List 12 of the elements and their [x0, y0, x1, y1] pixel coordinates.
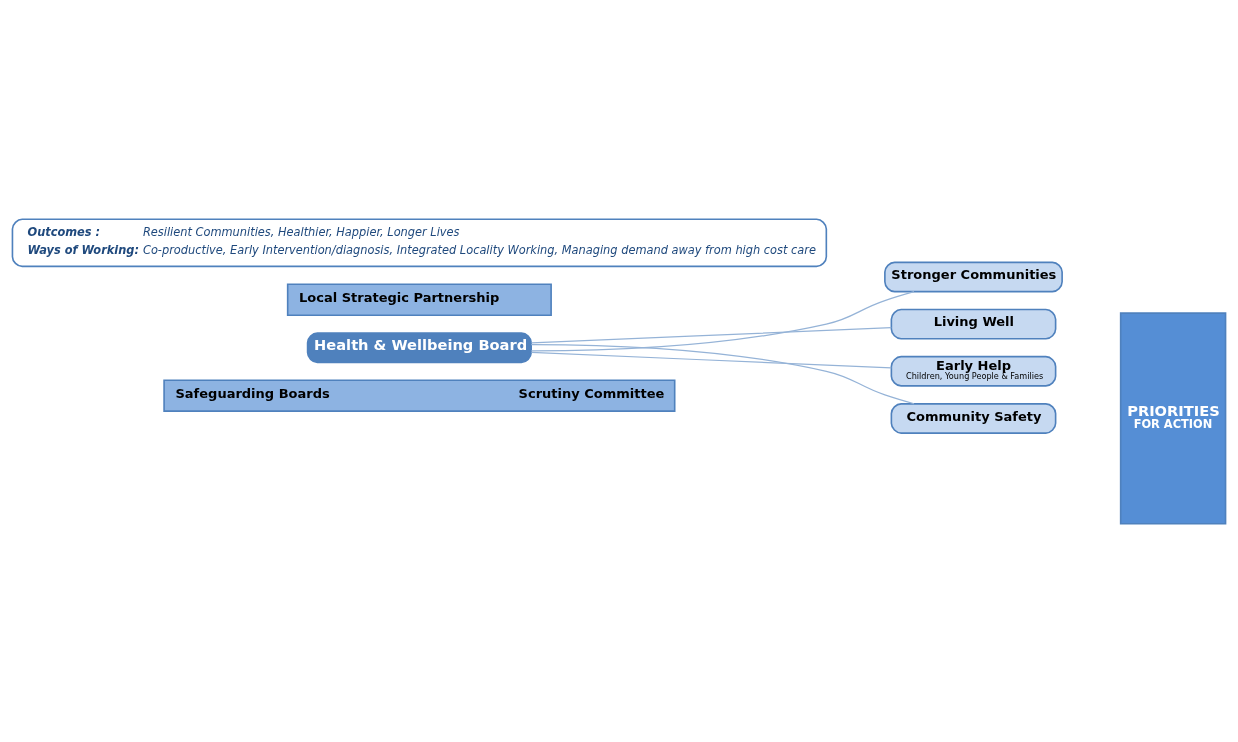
connector — [530, 290, 915, 351]
node-box: Safeguarding Boards Scrutiny Committee — [163, 378, 676, 412]
node-box: Community Safety — [890, 402, 1057, 434]
node-box: Local Strategic Partnership — [286, 283, 552, 316]
node-box: Living Well — [890, 308, 1057, 340]
connector — [530, 326, 892, 344]
node-box: Health & Wellbeing Board — [306, 331, 532, 363]
node-box: Outcomes : Resilient Communities, Healthier, Happier, Longer Lives Ways of Working: Co-productive, Early Intervention/diagnosis, Integrated Locality Working, Managing demand away from high cost care — [11, 217, 828, 267]
node-box: Stronger Communities — [884, 261, 1063, 292]
connector — [530, 343, 915, 404]
connector — [530, 351, 892, 368]
node-box: PRIORITIES FOR ACTION — [1119, 311, 1227, 525]
